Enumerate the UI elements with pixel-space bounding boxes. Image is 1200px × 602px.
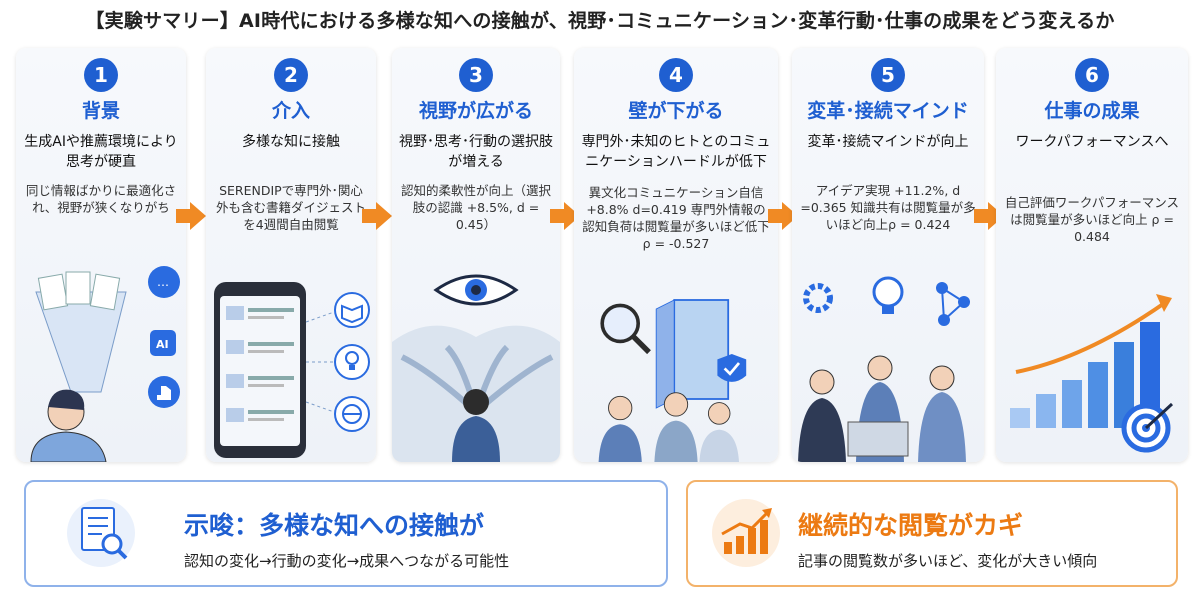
step-number: 3 — [459, 58, 493, 92]
step-card-background: 1 背景 生成AIや推薦環境により思考が硬直 同じ情報ばかりに最適化され、視野が… — [16, 48, 186, 462]
growth-chart-target-icon — [1010, 294, 1174, 453]
step-subtitle: 変革･接続マインドが向上 — [807, 134, 969, 150]
step-description: 異文化コミュニケーション自信 +8.8% d=0.419 専門外情報の認知負荷は… — [582, 185, 770, 251]
step-subtitle: 視野･思考･行動の選択肢が増える — [399, 134, 553, 170]
team-ideas-icon — [798, 276, 970, 462]
smartphone-books-icon — [214, 282, 370, 458]
key-title: 継続的な閲覧がカギ — [798, 511, 1024, 540]
step-heading: 壁が下がる — [628, 100, 724, 122]
step-description: 同じ情報ばかりに最適化され、視野が狭くなりがち — [25, 183, 177, 215]
step-description: アイデア実現 +11.2%, d =0.365 知識共有は閲覧量が多いほど向上ρ… — [800, 183, 976, 232]
key-box: 継続的な閲覧がカギ 記事の閲覧数が多いほど、変化が大きい傾向 — [686, 480, 1178, 587]
step-number: 4 — [659, 58, 693, 92]
step-number: 1 — [84, 58, 118, 92]
step-heading: 介入 — [271, 100, 310, 122]
eye-paths-icon — [392, 274, 560, 462]
rising-chart-icon — [712, 499, 780, 567]
document-magnifier-icon — [67, 499, 135, 567]
step-card-barriers: 4 壁が下がる 専門外･未知のヒトとのコミュニケーションハードルが低下 異文化コ… — [574, 48, 778, 462]
page-title: 【実験サマリー】AI時代における多様な知への接触が、視野･コミュニケーション･変… — [85, 10, 1115, 32]
step-subtitle: ワークパフォーマンスへ — [1015, 134, 1169, 150]
step-card-broaden: 3 視野が広がる 視野･思考･行動の選択肢が増える 認知的柔軟性が向上（選択肢の… — [392, 48, 560, 462]
svg-text:AI: AI — [156, 338, 169, 351]
step-heading: 変革･接続マインド — [807, 100, 969, 122]
step-subtitle: 専門外･未知のヒトとのコミュニケーションハードルが低下 — [581, 134, 771, 170]
step-heading: 視野が広がる — [418, 100, 533, 122]
step-number: 2 — [274, 58, 308, 92]
arrow-icon — [176, 202, 206, 230]
step-subtitle: 生成AIや推薦環境により思考が硬直 — [24, 134, 178, 170]
step-heading: 仕事の成果 — [1044, 100, 1140, 122]
step-description: 自己評価ワークパフォーマンスは閲覧量が多いほど向上 ρ = 0.484 — [1004, 195, 1180, 244]
implication-box: 示唆：多様な知への接触が 認知の変化→行動の変化→成果へつながる可能性 — [24, 480, 668, 587]
implication-title: 示唆：多様な知への接触が — [184, 511, 485, 540]
step-heading: 背景 — [81, 100, 120, 122]
step-card-mindset: 5 変革･接続マインド 変革･接続マインドが向上 アイデア実現 +11.2%, … — [792, 48, 984, 462]
step-card-performance: 6 仕事の成果 ワークパフォーマンスへ 自己評価ワークパフォーマンスは閲覧量が多… — [996, 48, 1188, 462]
key-text: 記事の閲覧数が多いほど、変化が大きい傾向 — [798, 552, 1098, 570]
step-number: 5 — [871, 58, 905, 92]
step-number: 6 — [1075, 58, 1109, 92]
person-filter-bubble-icon: … AI — [30, 266, 180, 462]
open-door-people-icon — [598, 299, 747, 462]
step-description: SERENDIPで専門外･関心外も含む書籍ダイジェストを4週間自由閲覧 — [215, 183, 366, 232]
svg-text:…: … — [157, 275, 169, 289]
step-card-intervention: 2 介入 多様な知に接触 SERENDIPで専門外･関心外も含む書籍ダイジェスト… — [206, 48, 376, 462]
step-cards: 1 背景 生成AIや推薦環境により思考が硬直 同じ情報ばかりに最適化され、視野が… — [12, 48, 1188, 466]
implication-text: 認知の変化→行動の変化→成果へつながる可能性 — [184, 552, 510, 570]
step-subtitle: 多様な知に接触 — [242, 134, 340, 150]
step-description: 認知的柔軟性が向上（選択肢の認識 +8.5%, d = 0.45） — [400, 183, 551, 232]
arrow-icon — [362, 202, 392, 230]
